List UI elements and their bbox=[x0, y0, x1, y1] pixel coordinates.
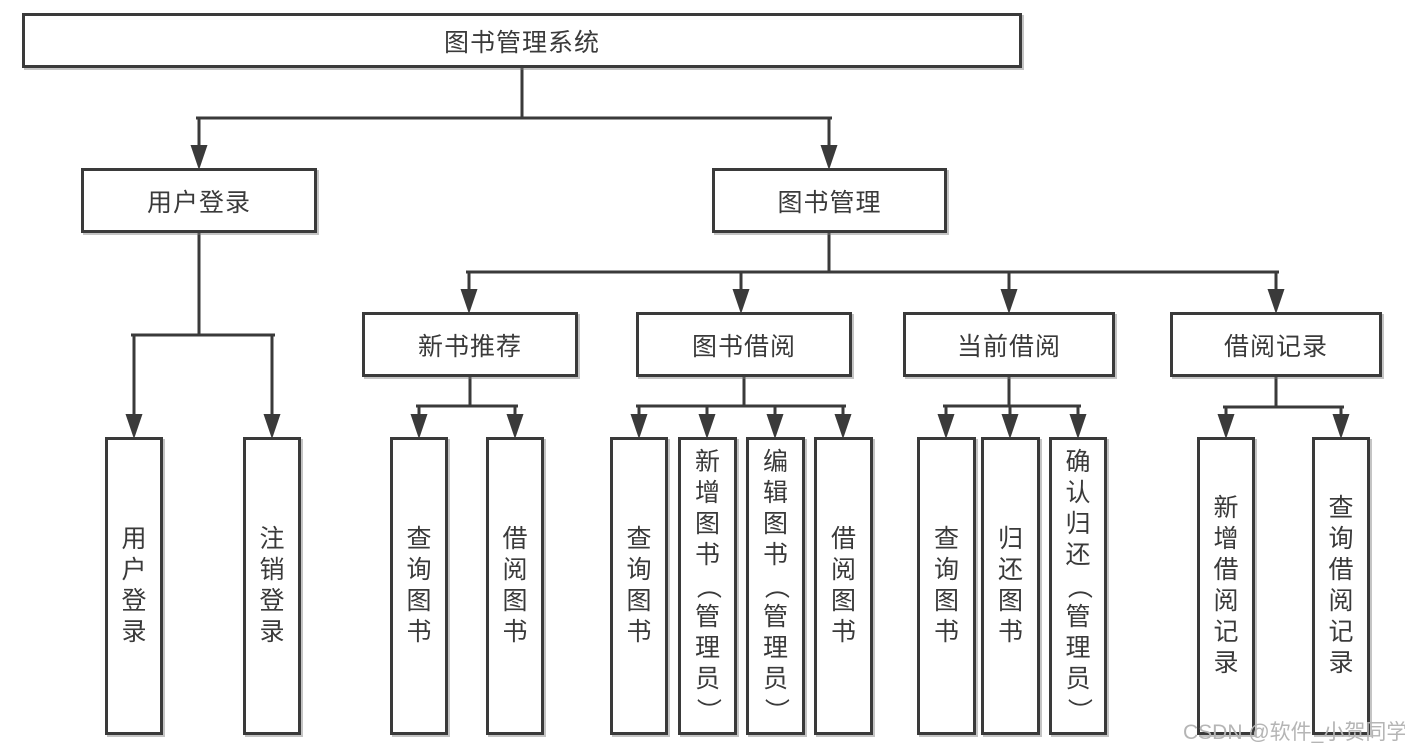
node-user-login: 用户登录 bbox=[81, 168, 317, 233]
node-book-management: 图书管理 bbox=[712, 168, 947, 233]
leaf-query-books-current: 查询图书 bbox=[917, 437, 976, 735]
node-root: 图书管理系统 bbox=[22, 13, 1022, 68]
leaf-query-borrow-record: 查询借阅记录 bbox=[1312, 437, 1370, 735]
node-current-borrowing-label: 当前借阅 bbox=[956, 332, 1061, 361]
node-user-login-label: 用户登录 bbox=[146, 188, 251, 217]
node-borrowing-records-label: 借阅记录 bbox=[1223, 332, 1328, 361]
leaf-add-books-admin: 新增图书（管理员） bbox=[678, 437, 737, 735]
leaf-query-books-recommend: 查询图书 bbox=[390, 437, 448, 735]
node-borrowing-records: 借阅记录 bbox=[1170, 312, 1382, 377]
node-new-book-recommend: 新书推荐 bbox=[362, 312, 578, 377]
node-current-borrowing: 当前借阅 bbox=[903, 312, 1115, 377]
node-root-label: 图书管理系统 bbox=[443, 28, 600, 57]
node-new-book-recommend-label: 新书推荐 bbox=[417, 332, 522, 361]
leaf-borrow-books: 借阅图书 bbox=[814, 437, 873, 735]
leaf-add-borrow-record: 新增借阅记录 bbox=[1197, 437, 1255, 735]
leaf-confirm-return-admin: 确认归还（管理员） bbox=[1049, 437, 1107, 735]
leaf-query-books-borrowing: 查询图书 bbox=[610, 437, 668, 735]
leaf-logout: 注销登录 bbox=[243, 437, 301, 735]
node-book-management-label: 图书管理 bbox=[777, 188, 882, 217]
leaf-edit-books-admin: 编辑图书（管理员） bbox=[746, 437, 805, 735]
leaf-user-login: 用户登录 bbox=[105, 437, 163, 735]
node-book-borrowing-label: 图书借阅 bbox=[691, 332, 796, 361]
leaf-return-books: 归还图书 bbox=[981, 437, 1040, 735]
node-book-borrowing: 图书借阅 bbox=[636, 312, 852, 377]
leaf-borrow-books-recommend: 借阅图书 bbox=[486, 437, 544, 735]
csdn-watermark: CSDN @软件_小贺同学 bbox=[1183, 721, 1405, 744]
